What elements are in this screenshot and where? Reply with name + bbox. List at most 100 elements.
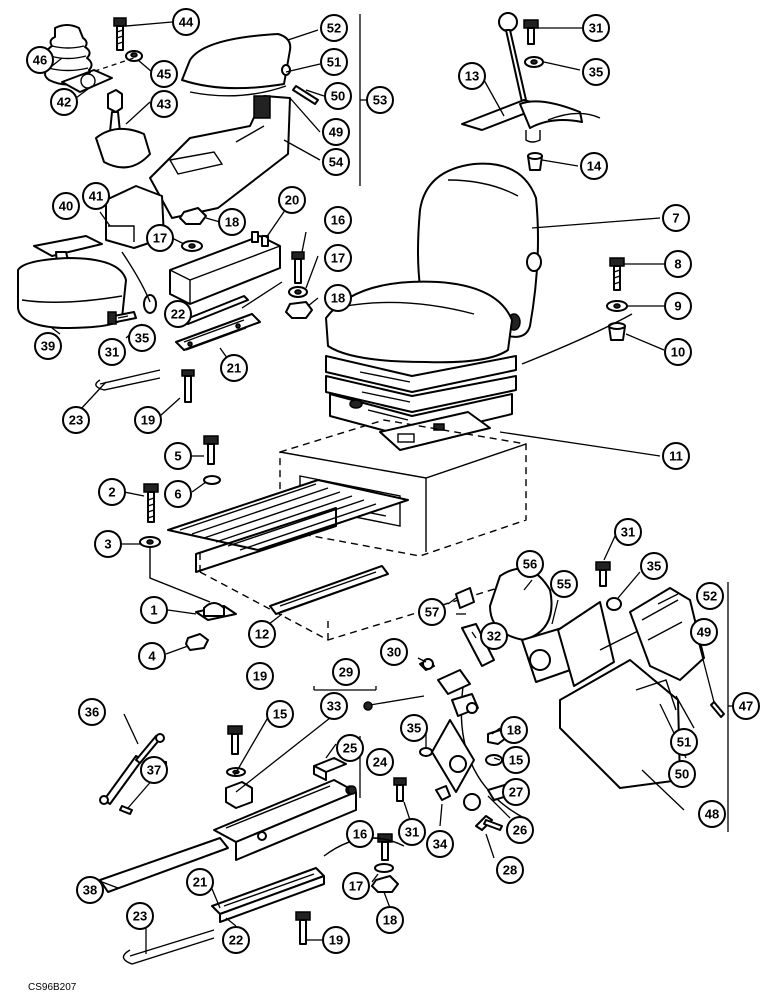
callout: 31 xyxy=(398,818,426,846)
callout: 27 xyxy=(502,778,530,806)
washer xyxy=(288,286,308,298)
callout: 43 xyxy=(150,90,178,118)
svg-text:8: 8 xyxy=(674,257,681,272)
latch-block xyxy=(313,757,347,781)
callout: 38 xyxy=(76,876,104,904)
callout: 18 xyxy=(218,208,246,236)
armrest-pin xyxy=(292,85,319,105)
callout: 12 xyxy=(248,620,276,648)
floor-grate xyxy=(167,479,409,615)
callout: 48 xyxy=(698,800,726,828)
svg-text:31: 31 xyxy=(405,825,419,840)
callout: 19 xyxy=(134,406,162,434)
seat-cushion xyxy=(325,280,513,364)
callout: 18 xyxy=(500,716,528,744)
svg-text:42: 42 xyxy=(57,95,71,110)
svg-text:52: 52 xyxy=(327,21,341,36)
callout: 21 xyxy=(186,868,214,896)
gear-lever xyxy=(498,12,527,103)
svg-text:26: 26 xyxy=(513,823,527,838)
seat-suspension xyxy=(325,355,517,439)
svg-text:57: 57 xyxy=(425,605,439,620)
svg-text:35: 35 xyxy=(407,721,421,736)
callout: 26 xyxy=(506,816,534,844)
callout: 39 xyxy=(34,332,62,360)
switch-knob xyxy=(455,587,475,609)
callout: 56 xyxy=(516,550,544,578)
callout: 49 xyxy=(690,618,718,646)
svg-text:52: 52 xyxy=(703,589,717,604)
callout: 8 xyxy=(664,250,692,278)
callout: 17 xyxy=(146,224,174,252)
svg-text:20: 20 xyxy=(285,193,299,208)
svg-text:23: 23 xyxy=(69,413,83,428)
handle-rod xyxy=(122,929,215,965)
svg-text:13: 13 xyxy=(465,69,479,84)
washer xyxy=(181,240,203,252)
svg-text:17: 17 xyxy=(153,231,167,246)
svg-text:1: 1 xyxy=(150,603,157,618)
bolt xyxy=(295,911,311,945)
bolt xyxy=(107,311,137,325)
svg-text:9: 9 xyxy=(674,299,681,314)
callout: 17 xyxy=(342,872,370,900)
callout: 15 xyxy=(502,746,530,774)
svg-text:22: 22 xyxy=(229,933,243,948)
bolt xyxy=(393,777,407,802)
callout: 31 xyxy=(98,338,126,366)
callout: 55 xyxy=(550,570,578,598)
callout: 11 xyxy=(662,442,690,470)
svg-text:3: 3 xyxy=(104,537,111,552)
svg-text:35: 35 xyxy=(647,559,661,574)
handle-rod xyxy=(95,369,161,391)
svg-text:19: 19 xyxy=(253,669,267,684)
svg-text:38: 38 xyxy=(83,883,97,898)
slide-rail xyxy=(175,313,261,351)
callout: 25 xyxy=(336,734,364,762)
svg-text:12: 12 xyxy=(255,627,269,642)
svg-text:25: 25 xyxy=(343,741,357,756)
callout: 35 xyxy=(640,552,668,580)
connection-dot xyxy=(347,785,357,795)
svg-text:21: 21 xyxy=(193,875,207,890)
callout: 22 xyxy=(164,300,192,328)
callout: 45 xyxy=(150,60,178,88)
svg-text:29: 29 xyxy=(339,665,353,680)
svg-text:19: 19 xyxy=(329,933,343,948)
callout: 3 xyxy=(94,530,122,558)
svg-text:10: 10 xyxy=(671,345,685,360)
svg-text:18: 18 xyxy=(225,215,239,230)
callout: 23 xyxy=(126,902,154,930)
svg-text:11: 11 xyxy=(669,449,683,464)
svg-text:53: 53 xyxy=(373,93,387,108)
slide-rail xyxy=(211,867,325,923)
svg-text:35: 35 xyxy=(589,65,603,80)
svg-text:36: 36 xyxy=(85,705,99,720)
svg-text:51: 51 xyxy=(677,735,691,750)
seat-base-frame xyxy=(213,779,357,861)
callout: 32 xyxy=(480,622,508,650)
callout: 6 xyxy=(164,480,192,508)
linkage-rod xyxy=(547,112,601,121)
callout: 5 xyxy=(164,442,192,470)
callout: 40 xyxy=(52,192,80,220)
leader xyxy=(149,548,211,603)
callout: 47 xyxy=(732,692,760,720)
harness-connector xyxy=(461,623,495,667)
nut xyxy=(285,301,313,319)
bolt xyxy=(291,251,305,284)
svg-text:22: 22 xyxy=(171,307,185,322)
callout: 18 xyxy=(376,906,404,934)
svg-text:17: 17 xyxy=(331,251,345,266)
callout: 10 xyxy=(664,338,692,366)
callout: 51 xyxy=(670,728,698,756)
callout: 2 xyxy=(98,478,126,506)
callout: 13 xyxy=(458,62,486,90)
svg-text:47: 47 xyxy=(739,699,753,714)
svg-text:18: 18 xyxy=(331,291,345,306)
spacer-block xyxy=(169,231,281,305)
svg-text:46: 46 xyxy=(33,53,47,68)
washer xyxy=(524,56,544,68)
callout: 46 xyxy=(26,46,54,74)
